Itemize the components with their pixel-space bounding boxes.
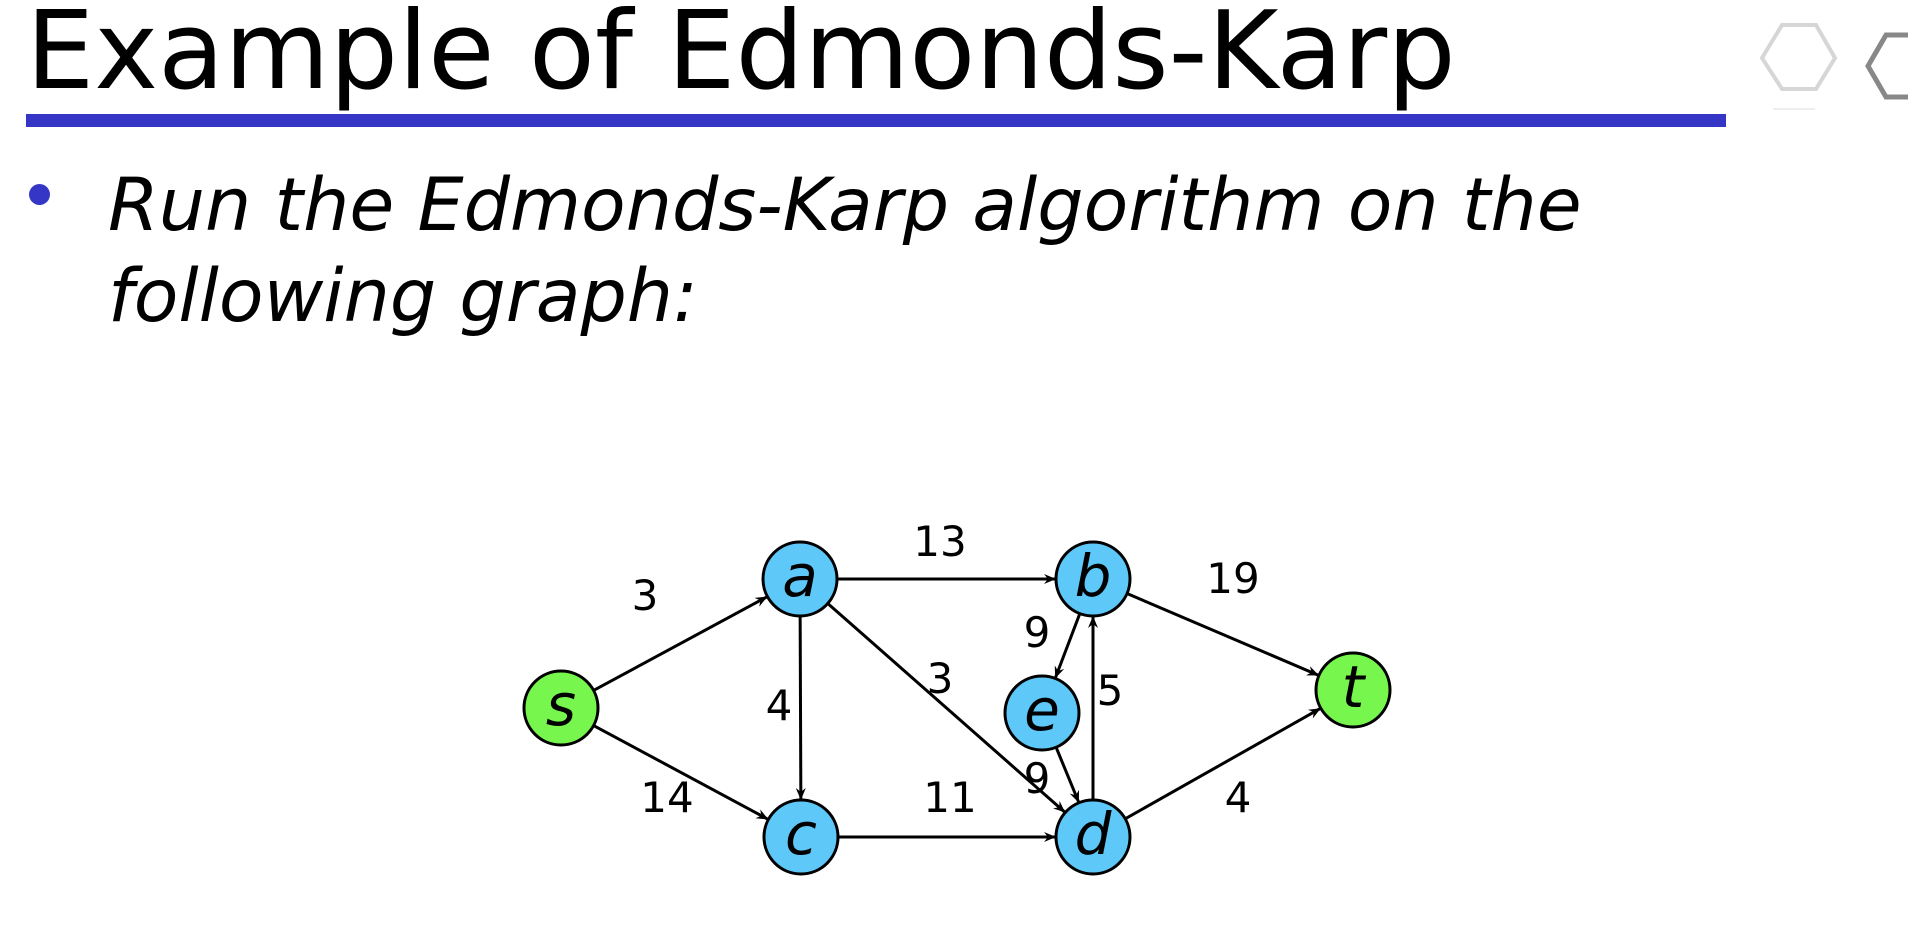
hexagon-icon (1759, 23, 1838, 91)
node-label: t (1342, 653, 1367, 721)
node-label: b (1075, 542, 1112, 610)
node-circle (1314, 651, 1392, 729)
bullet-icon (29, 184, 50, 205)
edge-capacity-label: 3 (632, 571, 659, 620)
node-circle (1003, 674, 1081, 752)
node-c: c (762, 798, 840, 876)
hexagon-decoration (1759, 23, 1908, 110)
node-circle (522, 669, 600, 747)
edge-s-c (592, 724, 769, 821)
hexagon-icon (1865, 32, 1908, 100)
node-label: c (785, 800, 817, 868)
node-a: a (761, 540, 839, 618)
node-label: s (546, 671, 576, 739)
node-circle (1054, 540, 1132, 618)
edge-d-t (1124, 707, 1321, 821)
edge-capacity-label: 9 (1024, 754, 1051, 803)
edge-capacity-label: 4 (766, 681, 793, 730)
edge-capacity-label: 14 (640, 773, 693, 822)
node-t: t (1314, 651, 1392, 729)
slide-title: Example of Edmonds-Karp (26, 0, 1456, 114)
edge-capacity-label: 9 (1024, 608, 1051, 657)
node-circle (761, 540, 839, 618)
node-b: b (1054, 540, 1132, 618)
title-underline (26, 114, 1726, 127)
bullet-text: Run the Edmonds-Karp algorithm on the fo… (108, 163, 1582, 339)
node-label: e (1024, 676, 1060, 744)
node-label: a (782, 542, 818, 610)
node-d: d (1054, 798, 1132, 876)
edge-capacity-label: 4 (1225, 773, 1252, 822)
edge-capacity-label: 13 (913, 517, 966, 566)
edge-s-a (592, 595, 768, 692)
edge-a-d (826, 602, 1066, 814)
node-label: d (1075, 800, 1113, 868)
node-s: s (522, 669, 600, 747)
edge-capacity-label: 11 (923, 773, 976, 822)
edge-capacity-label: 5 (1097, 666, 1124, 715)
edge-a-c (795, 615, 806, 801)
edge-e-d (1054, 746, 1080, 803)
node-circle (1054, 798, 1132, 876)
node-e: e (1003, 674, 1081, 752)
edge-b-t (1126, 592, 1319, 677)
edge-b-e (1054, 613, 1082, 679)
edge-capacity-label: 19 (1206, 554, 1259, 603)
node-circle (762, 798, 840, 876)
edge-capacity-label: 3 (927, 654, 954, 703)
